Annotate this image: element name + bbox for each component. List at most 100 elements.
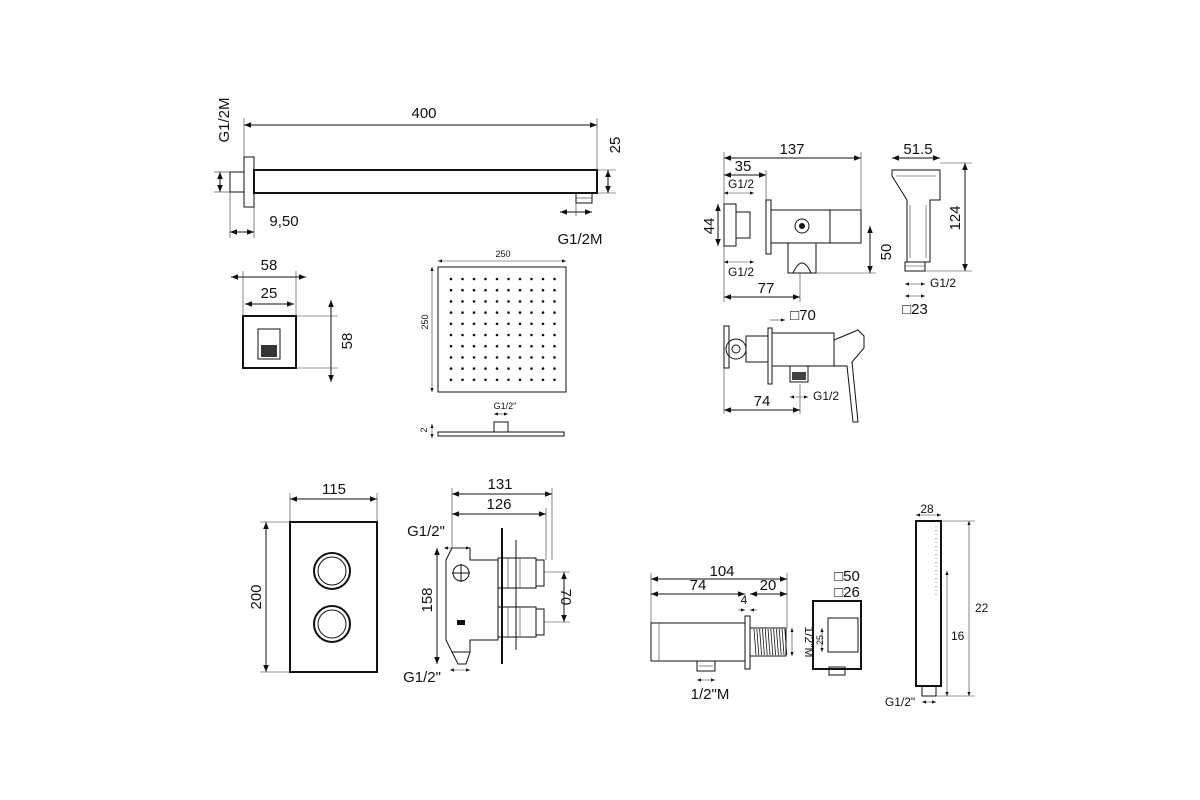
nozzle-dot [541,322,545,326]
nozzle-dot [507,378,510,382]
outlet-square-outer-label: □50 [834,568,860,585]
hand-shower-drawing: 28 22 16 G1/2" [885,502,989,709]
arm-height-label: 25 [607,137,624,154]
body-thread-top-label: G1/2" [407,523,445,540]
nozzle-dot [553,311,556,314]
nozzle-dot [484,333,487,337]
nozzle-dot [461,311,464,314]
mixer-projection-label: 74 [754,393,771,410]
nozzle-dot [472,300,476,303]
mixer-plate-label: □70 [790,307,816,324]
nozzle-dot [495,367,499,370]
nozzle-dot [484,277,487,281]
nozzle-dot [518,378,522,382]
bidet-holder-height-label: 50 [878,244,895,261]
nozzle-dot [530,288,533,292]
nozzle-dot [553,344,556,348]
spray-square-label: □23 [902,301,928,318]
nozzle-dot [449,344,453,348]
nozzle-dot [541,300,545,303]
nozzle-dot [449,311,453,314]
arm-length-label: 400 [411,105,436,122]
nozzle-dot [518,277,522,281]
nozzle-dot [449,367,453,370]
arm-offset-label: 9,50 [269,213,298,230]
nozzle-dot [541,356,545,359]
nozzle-dot [495,277,499,281]
nozzle-dot [472,356,476,359]
nozzle-dot [449,378,453,382]
plate-height-label: 200 [248,584,265,609]
nozzle-dot [553,367,556,370]
outlet-nut-label: 20 [760,577,777,594]
outlet-length-label: 104 [709,563,734,580]
hand-shower-head-label: 16 [951,629,965,643]
nozzle-dot [472,322,476,326]
body-depth-inner-label: 126 [486,496,511,513]
nozzle-dot [507,322,510,326]
thread-line [784,628,788,656]
nozzle-dot [495,344,499,348]
nozzle-dot [518,311,522,314]
nozzle-dot [472,344,476,348]
nozzle-dot [484,344,487,348]
nozzle-dot [530,277,533,281]
outlet-threads [753,628,788,656]
nozzle-dot [541,344,545,348]
nozzle-dot [553,288,556,292]
nozzle-dot [449,300,453,303]
nozzle-dot [507,288,510,292]
nozzle-dot [507,356,510,359]
shower-head-nozzles [449,277,556,382]
arm-thread-top-label: G1/2M [216,97,233,142]
flange-inner-label: 25 [261,285,278,302]
body-spacing-label: 70 [557,589,574,606]
nozzle-dot [472,277,476,281]
nozzle-dot [461,277,464,281]
nozzle-dot [484,300,487,303]
nozzle-dot [518,333,522,337]
bidet-inlet-offset-label: 35 [735,158,752,175]
nozzle-dot [553,356,556,359]
nozzle-dot [449,277,453,281]
nozzle-dot [518,322,522,326]
nozzle-dot [530,311,533,314]
nozzle-dot [507,333,510,337]
outlet-plate-label: 4 [741,593,748,607]
head-width-label: 250 [495,249,510,259]
hand-shower-length-label: 22 [975,601,989,615]
nozzle-dot [495,311,499,314]
nozzle-dot [449,288,453,292]
thread-line [773,628,776,656]
nozzle-dot [449,333,453,337]
outlet-body-label: 74 [690,577,707,594]
thread-line [776,628,779,656]
nozzle-dot [553,300,556,303]
nozzle-dot [472,311,476,314]
body-thread-bottom-label: G1/2" [403,669,441,686]
outlet-square-inner-label: □26 [834,584,860,601]
nozzle-dot [461,333,464,337]
shower-arm-drawing: 400 25 G1/2M 9,50 G1/2M [214,97,624,248]
thread-line [753,628,757,656]
nozzle-dot [553,378,556,382]
flange-height-label: 58 [339,333,356,350]
nozzle-dot [553,277,556,281]
nozzle-dot [518,344,522,348]
nozzle-dot [553,322,556,326]
thread-line [759,628,762,656]
nozzle-dot [472,288,476,292]
nozzle-dot [472,333,476,337]
concealed-body-drawing: 131 126 G1/2" 158 70 G1/2" [403,476,574,686]
nozzle-dot [541,311,545,314]
body-depth-outer-label: 131 [487,476,512,493]
nozzle-dot [530,333,533,337]
mixer-valve-drawing: □70 74 G1/2 [723,307,865,423]
bidet-valve-drawing: 137 35 G1/2 44 G1/2 77 50 [701,141,895,302]
nozzle-dot [518,356,522,359]
head-thread-label: G1/2" [494,401,517,411]
head-thickness-label: 2 [419,427,429,432]
hand-shower-width-label: 28 [920,502,934,516]
nozzle-dot [530,378,533,382]
